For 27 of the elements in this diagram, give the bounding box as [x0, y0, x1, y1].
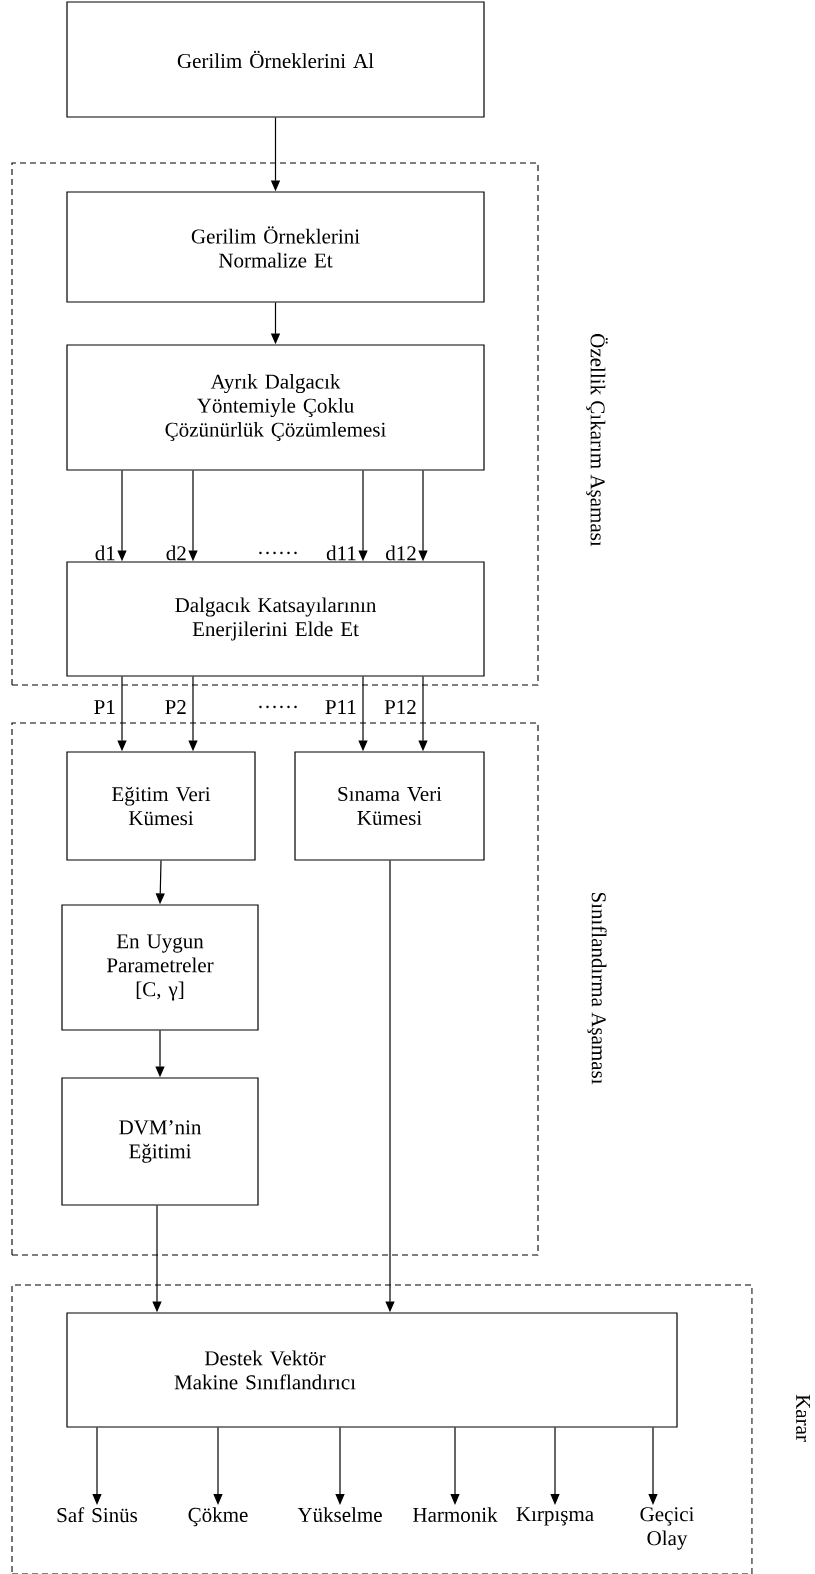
process-box: Dalgacık Katsayılarının Enerjilerini Elde Et [66, 561, 485, 677]
process-box: Gerilim Örneklerini Al [66, 1, 485, 118]
edge-label: P2 [165, 700, 186, 714]
edge-label: d12 [386, 545, 416, 561]
process-box: Sınama Veri Kümesi [294, 751, 485, 861]
stage-label: Karar [796, 1394, 810, 1442]
class-label: Harmonik [413, 1507, 498, 1522]
process-box: DVM’nin Eğitimi [61, 1077, 259, 1206]
edge-label: d1 [95, 545, 115, 561]
stage-label: Özellik Çıkarım Aşaması [586, 334, 608, 547]
class-label: Yükselme [297, 1507, 382, 1522]
process-box: Eğitim Veri Kümesi [66, 751, 256, 861]
class-label: Çökme [188, 1507, 248, 1527]
class-label: Saf Sinüs [57, 1507, 138, 1523]
class-label: Geçici Olay [640, 1507, 694, 1550]
edge-label: d2 [166, 545, 186, 561]
edge-label: P1 [94, 700, 115, 714]
class-label: Kırpışma [516, 1507, 594, 1526]
edge-label: d11 [326, 545, 356, 561]
process-box: En Uygun Parametreler [C, γ] [61, 904, 259, 1031]
process-box: Ayrık Dalgacık Yöntemiyle Çoklu Çözünürlük Çözümlemesi [66, 344, 485, 471]
edge-label: P11 [325, 700, 356, 714]
stage-label: Sınıflandırma Aşaması [587, 892, 607, 1085]
edge-label: P12 [384, 700, 416, 714]
ellipsis-label: …… [259, 705, 297, 709]
process-box: Destek Vektör Makine Sınıflandırıcı [66, 1312, 678, 1428]
process-box: Gerilim Örneklerini Normalize Et [66, 191, 485, 303]
